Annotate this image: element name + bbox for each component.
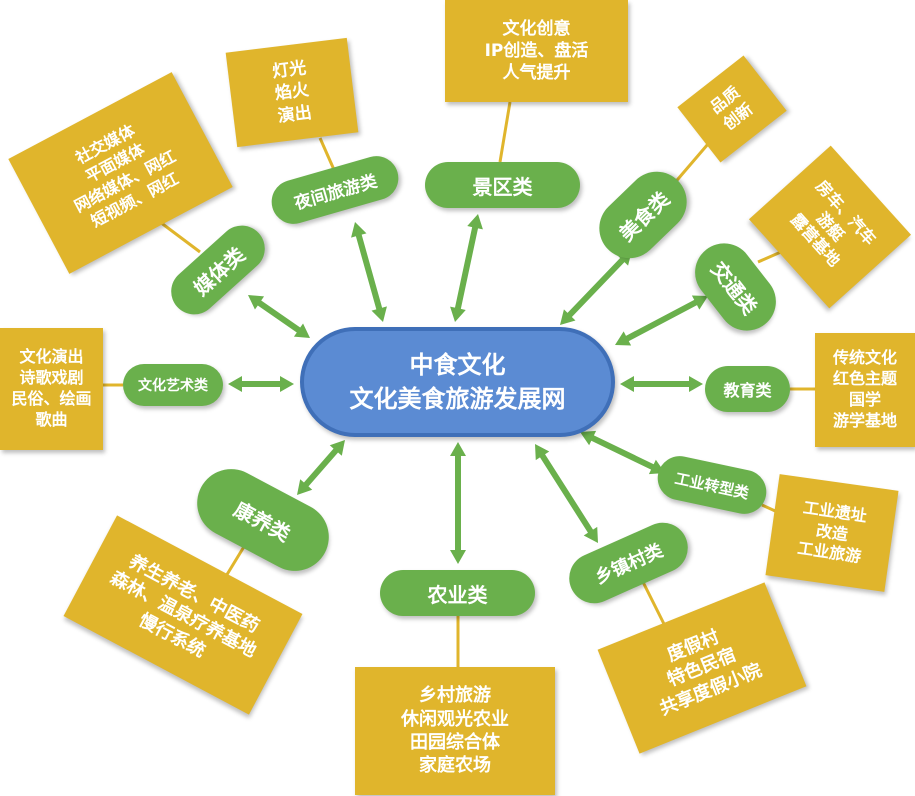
detail-line: 文化演出 (19, 347, 84, 367)
detail-box-night: 灯光 焰火 演出 (225, 37, 359, 148)
detail-line: 休闲观光农业 (401, 708, 509, 730)
arrow-arts (228, 376, 294, 392)
detail-line: 田园综合体 (410, 732, 500, 753)
link-media (159, 220, 201, 254)
arrow-night (351, 222, 387, 322)
arrow-health (297, 440, 345, 495)
arrow-village (535, 444, 598, 543)
detail-line: IP创造、盘活 (484, 40, 589, 61)
detail-line: 乡村旅游 (419, 685, 491, 707)
detail-line: 人气提升 (502, 63, 571, 84)
category-agri: 农业类 (380, 570, 535, 616)
arrow-industry (580, 430, 665, 475)
center-node: 中食文化 文化美食旅游发展网 (300, 327, 615, 437)
detail-line: 红色主题 (832, 369, 897, 389)
center-title: 中食文化 (409, 351, 506, 379)
detail-line: 文化创意 (502, 18, 571, 39)
detail-box-industry: 工业遗址 改造 工业旅游 (765, 474, 899, 592)
arrow-media (248, 295, 310, 338)
detail-line: 诗歌戏剧 (19, 368, 84, 388)
detail-box-edu: 传统文化 红色主题 国学 游学基地 (815, 333, 915, 447)
category-edu: 教育类 (705, 366, 790, 412)
detail-box-scenic: 文化创意 IP创造、盘活 人气提升 (445, 0, 628, 102)
detail-line: 国学 (848, 390, 881, 409)
arrow-transport (615, 295, 708, 346)
arrow-food (560, 250, 632, 325)
detail-line: 工业旅游 (796, 538, 863, 567)
detail-line: 歌曲 (35, 409, 68, 429)
category-scenic: 景区类 (425, 162, 580, 208)
arrow-scenic (450, 214, 483, 322)
category-arts: 文化艺术类 (123, 364, 223, 406)
link-scenic (498, 101, 512, 163)
detail-line: 家庭农场 (419, 755, 491, 777)
link-night (318, 137, 337, 173)
detail-line: 演出 (276, 102, 313, 127)
link-village (640, 579, 668, 629)
center-subtitle: 文化美食旅游发展网 (349, 385, 566, 413)
arrow-agri (450, 442, 466, 564)
detail-box-agri: 乡村旅游 休闲观光农业 田园综合体 家庭农场 (355, 667, 555, 795)
arrow-edu (620, 376, 703, 392)
detail-line: 传统文化 (832, 348, 897, 368)
detail-line: 民俗、绘画 (11, 389, 92, 408)
detail-line: 游学基地 (832, 410, 897, 430)
detail-box-arts: 文化演出 诗歌戏剧 民俗、绘画 歌曲 (0, 328, 103, 450)
